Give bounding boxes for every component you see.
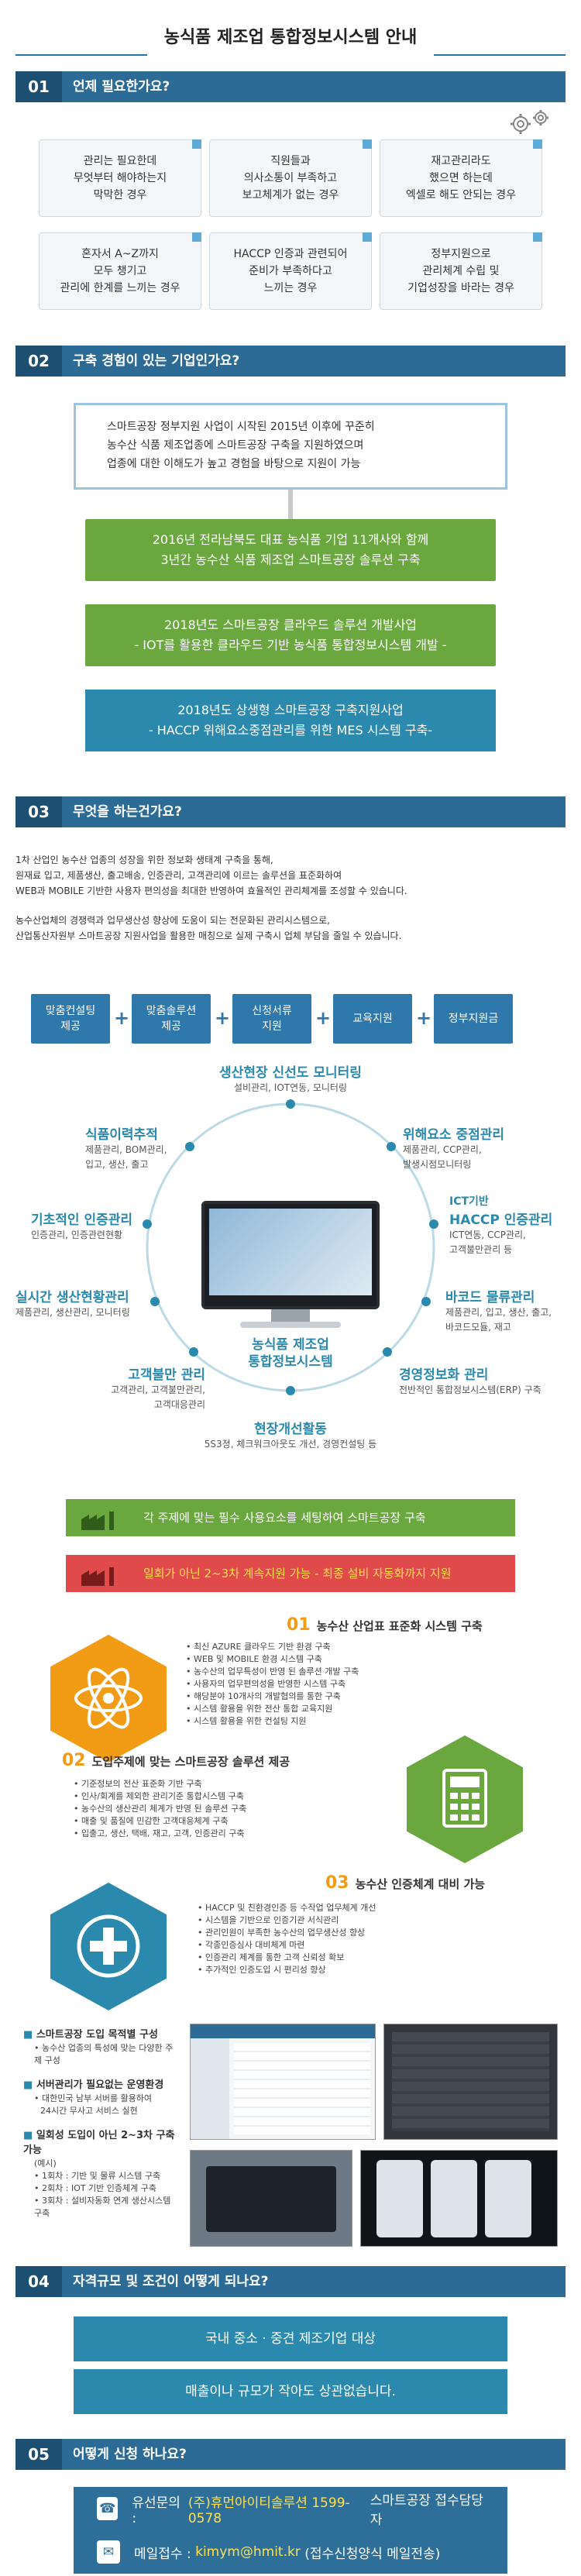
feature-03-list: • HACCP 및 친환경인증 등 수작업 업무체계 개선• 시스템을 기반으로… — [198, 1903, 376, 1975]
feature-02-list: • 기준정보의 전산 표준화 기반 구축• 인사/회계를 제외한 관리기준 통합… — [74, 1779, 247, 1838]
system-diagram-ring — [136, 1092, 445, 1402]
calculator-icon — [407, 1735, 523, 1863]
section-02-header: 02 구축 경험이 있는 기업인가요? — [15, 346, 566, 377]
factory-icon — [80, 1563, 126, 1586]
section-number: 05 — [15, 2439, 62, 2470]
section-title: 언제 필요한가요? — [73, 79, 170, 95]
monitor-illustration — [201, 1201, 380, 1309]
section-number: 01 — [15, 71, 62, 102]
section-04-header: 04 자격규모 및 조건이 어떻게 되나요? — [15, 2266, 566, 2297]
title-divider-right — [434, 54, 566, 56]
extra-features: ■ 스마트공장 도입 목적별 구성 • 농수산 업종의 특성에 맞는 다양한 주… — [23, 2026, 178, 2220]
feature-01-list: • 최신 AZURE 클라우드 기반 환경 구축• WEB 및 MOBILE 환… — [186, 1642, 359, 1726]
plus-icon: + — [114, 1007, 130, 1029]
apply-box: ☎ 유선문의 : (주)휴먼아이티솔루션 1599-0578 스마트공장 접수담… — [74, 2487, 507, 2574]
page-title: 농식품 제조업 통합정보시스템 안내 — [163, 28, 418, 47]
what-paragraph: 농수산업체의 경쟁력과 업무생산성 향상에 도움이 되는 전문화된 관리시스템으… — [15, 915, 402, 941]
mail-icon: ✉ — [97, 2540, 120, 2564]
factory-icon — [80, 1508, 126, 1530]
section-03-header: 03 무엇을 하는건가요? — [15, 796, 566, 827]
screenshot-dark-app — [383, 2024, 558, 2140]
feature-bar-green: 각 주제에 맞는 필수 사용요소를 세팅하여 스마트공장 구축 — [66, 1499, 515, 1536]
section-number: 03 — [15, 796, 62, 827]
experience-item: 2018년도 스마트공장 클라우드 솔루션 개발사업- IOT를 활용한 클라우… — [85, 604, 496, 666]
qualify-box: 국내 중소 · 중견 제조기업 대상 — [74, 2316, 507, 2361]
monitor-base — [240, 1322, 341, 1328]
experience-item: 2018년도 상생형 스마트공장 구축지원사업- HACCP 위해요소중점관리를… — [85, 690, 496, 751]
atom-icon — [50, 1635, 167, 1763]
plus-cross-icon — [50, 1883, 167, 2010]
connector — [288, 490, 293, 521]
apply-phone-row: ☎ 유선문의 : (주)휴먼아이티솔루션 1599-0578 스마트공장 접수담… — [97, 2487, 484, 2530]
section-title: 어떻게 신청 하나요? — [73, 2447, 187, 2462]
what-paragraph: 1차 산업인 농수산 업종의 성장을 위한 정보화 생태계 구축을 통해,원재료… — [15, 855, 407, 896]
plus-icon: + — [215, 1007, 231, 1029]
section-05-header: 05 어떻게 신청 하나요? — [15, 2439, 566, 2470]
email-link[interactable]: kimym@hmit.kr — [195, 2544, 301, 2560]
gear-icon — [504, 107, 558, 138]
extra-title: ■ 일회성 도입이 아닌 2~3차 구축 가능 — [23, 2130, 175, 2156]
extra-title: ■ 서버관리가 필요없는 운영환경 — [23, 2079, 164, 2091]
phone-number[interactable]: (주)휴먼아이티솔루션 1599-0578 — [187, 2495, 350, 2526]
plus-icon: + — [315, 1007, 332, 1029]
title-divider-left — [15, 54, 147, 56]
feature-bar-red: 일회가 아닌 2~3차 계속지원 가능 - 최종 설비 자동화까지 지원 — [66, 1555, 515, 1592]
service-education: 교육지원 — [333, 994, 412, 1044]
section-title: 구축 경험이 있는 기업인가요? — [73, 353, 240, 369]
section-title: 무엇을 하는건가요? — [73, 804, 182, 820]
service-subsidy: 정부지원금 — [434, 994, 513, 1044]
section-title: 자격규모 및 조건이 어떻게 되나요? — [73, 2274, 269, 2289]
qualify-box: 매출이나 규모가 작아도 상관없습니다. — [74, 2369, 507, 2414]
section-number: 04 — [15, 2266, 62, 2297]
screenshot-dashboard — [190, 2150, 352, 2247]
monitor-stand — [271, 1309, 310, 1323]
plus-icon: + — [416, 1007, 432, 1029]
section-number: 02 — [15, 346, 62, 377]
extra-title: ■ 스마트공장 도입 목적별 구성 — [23, 2029, 158, 2041]
screenshot-mobile — [360, 2150, 558, 2247]
section-01-header: 01 언제 필요한가요? — [15, 71, 566, 102]
phone-icon: ☎ — [97, 2497, 119, 2520]
apply-mail-row: ✉ 메일접수 : kimym@hmit.kr (접수신청양식 메일전송) — [97, 2530, 484, 2574]
screenshot-web-app — [190, 2024, 376, 2140]
